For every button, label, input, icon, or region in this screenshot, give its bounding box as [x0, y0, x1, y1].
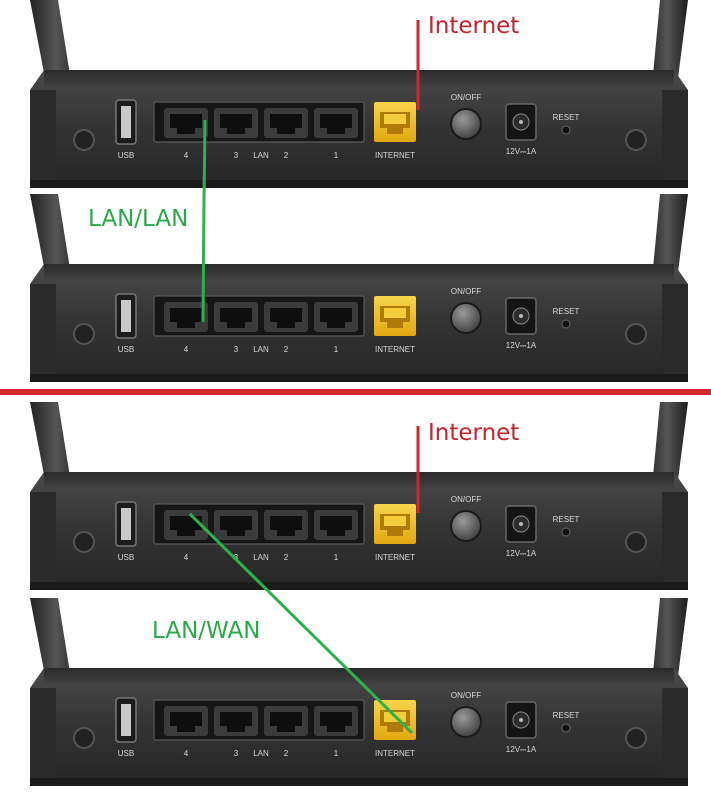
router-top-primary: USB 4 3 LAN 2 1 INTERNET ON/OFF 12V⎓1A RESET	[30, 0, 688, 188]
router-bottom-secondary: USB 4 3 LAN 2 1 INTERNET ON/OFF 12V⎓1A RESET	[30, 598, 688, 786]
internet-port-label: INTERNET	[375, 345, 415, 354]
internet-port-label: INTERNET	[375, 151, 415, 160]
port-1-label: 1	[334, 151, 339, 160]
lan-lan-cable	[203, 120, 205, 322]
power-label: 12V⎓1A	[506, 341, 537, 350]
port-3-label: 3	[234, 345, 239, 354]
power-label: 12V⎓1A	[506, 745, 537, 754]
usb-label: USB	[118, 345, 134, 354]
lan-lan-label: LAN/LAN	[88, 206, 188, 232]
onoff-label: ON/OFF	[451, 93, 481, 102]
power-label: 12V⎓1A	[506, 549, 537, 558]
lan-label: LAN	[253, 151, 269, 160]
reset-label: RESET	[553, 515, 580, 524]
lan-label: LAN	[253, 345, 269, 354]
port-2-label: 2	[284, 151, 289, 160]
port-4-label: 4	[184, 345, 189, 354]
port-4-label: 4	[184, 553, 189, 562]
internet-label-top: Internet	[428, 13, 519, 39]
internet-port-label: INTERNET	[375, 553, 415, 562]
internet-label-bottom: Internet	[428, 420, 519, 446]
port-1-label: 1	[334, 749, 339, 758]
reset-label: RESET	[553, 307, 580, 316]
lan-wan-label: LAN/WAN	[152, 618, 260, 644]
port-1-label: 1	[334, 345, 339, 354]
usb-label: USB	[118, 553, 134, 562]
section-divider	[0, 389, 711, 395]
reset-label: RESET	[553, 711, 580, 720]
port-4-label: 4	[184, 749, 189, 758]
onoff-label: ON/OFF	[451, 287, 481, 296]
internet-port-label: INTERNET	[375, 749, 415, 758]
port-1-label: 1	[334, 553, 339, 562]
port-3-label: 3	[234, 151, 239, 160]
usb-label: USB	[118, 151, 134, 160]
port-2-label: 2	[284, 345, 289, 354]
lan-label: LAN	[253, 749, 269, 758]
usb-label: USB	[118, 749, 134, 758]
port-2-label: 2	[284, 553, 289, 562]
reset-label: RESET	[553, 113, 580, 122]
port-3-label: 3	[234, 749, 239, 758]
port-4-label: 4	[184, 151, 189, 160]
power-label: 12V⎓1A	[506, 147, 537, 156]
lan-label: LAN	[253, 553, 269, 562]
onoff-label: ON/OFF	[451, 691, 481, 700]
port-2-label: 2	[284, 749, 289, 758]
onoff-label: ON/OFF	[451, 495, 481, 504]
